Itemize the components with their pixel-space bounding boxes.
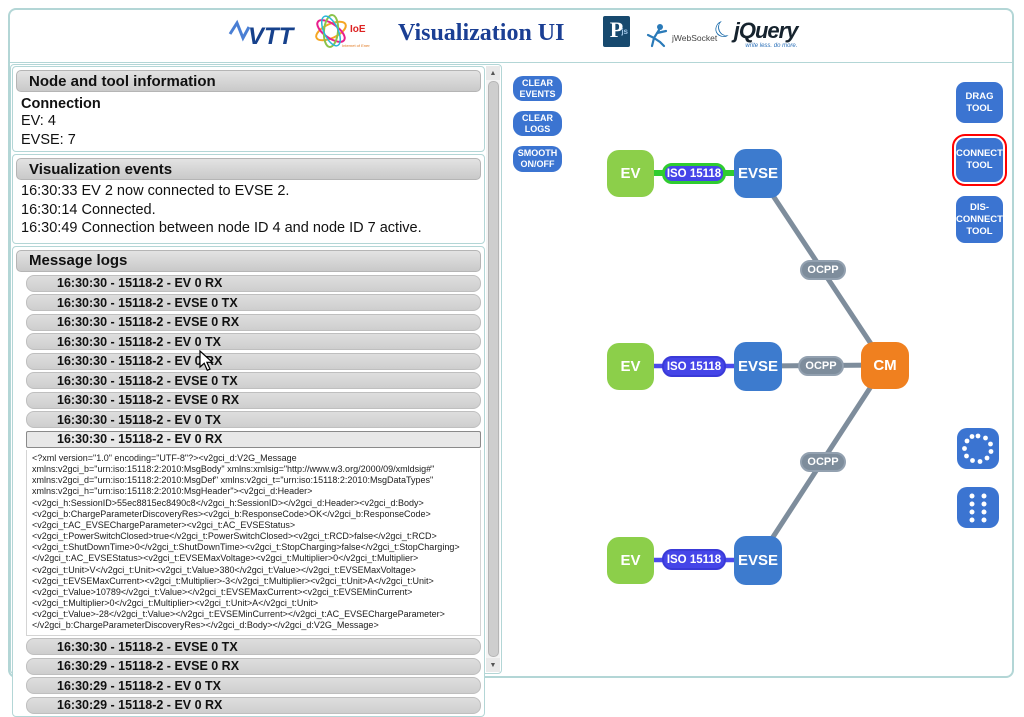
page-title: Visualization UI	[398, 20, 564, 47]
event-item: 16:30:49 Connection between node ID 4 an…	[21, 220, 484, 238]
jwebsocket-figure-icon	[644, 22, 670, 48]
log-item[interactable]: 16:30:30 - 15118-2 - EVSE 0 RX	[26, 392, 481, 409]
jquery-tagline: write less. do more.	[745, 43, 797, 49]
node-evse-mid[interactable]: EVSE	[734, 342, 782, 391]
ocpp-link-label-bottom: OCPP	[800, 452, 846, 472]
drag-tool-button[interactable]: DRAG TOOL	[956, 82, 1003, 123]
iso15118-link-label-active: ISO 15118	[662, 163, 726, 184]
log-item[interactable]: 16:30:30 - 15118-2 - EV 0 TX	[26, 411, 481, 428]
log-item[interactable]: 16:30:29 - 15118-2 - EV 0 TX	[26, 677, 481, 694]
event-item: 16:30:14 Connected.	[21, 202, 484, 220]
clear-events-button[interactable]: CLEAR EVENTS	[513, 76, 562, 101]
processingjs-sub: js	[621, 18, 628, 46]
smooth-toggle-button[interactable]: SMOOTH ON/OFF	[513, 146, 562, 172]
iso15118-link-label-mid: ISO 15118	[662, 356, 726, 377]
grid-layout-button[interactable]	[957, 487, 999, 528]
section-node-info: Node and tool information Connection EV:…	[12, 66, 485, 152]
connection-detail: EVSE: 7	[21, 132, 484, 149]
event-list: 16:30:33 EV 2 now connected to EVSE 2.16…	[13, 183, 484, 238]
ioe-logo-text: IoE	[350, 24, 366, 35]
node-evse-bottom[interactable]: EVSE	[734, 536, 782, 585]
log-item[interactable]: 16:30:30 - 15118-2 - EV 0 RX	[26, 275, 481, 292]
event-item: 16:30:33 EV 2 now connected to EVSE 2.	[21, 183, 484, 201]
log-item-active[interactable]: 16:30:30 - 15118-2 - EV 0 RX	[26, 431, 481, 448]
iso15118-link-label-bottom: ISO 15118	[662, 549, 726, 570]
jquery-logo: ☾ jQuery write less. do more.	[714, 20, 797, 42]
log-item[interactable]: 16:30:30 - 15118-2 - EVSE 0 TX	[26, 638, 481, 655]
left-panel: Node and tool information Connection EV:…	[10, 64, 502, 674]
section-logs: Message logs 16:30:30 - 15118-2 - EV 0 R…	[12, 246, 485, 717]
circle-layout-button[interactable]	[957, 428, 999, 469]
log-item[interactable]: 16:30:30 - 15118-2 - EVSE 0 RX	[26, 314, 481, 331]
scroll-up-icon[interactable]: ▲	[486, 66, 500, 80]
scroll-down-icon[interactable]: ▼	[486, 658, 500, 672]
node-cm[interactable]: CM	[861, 342, 909, 389]
vtt-logo-text: VTT	[248, 23, 296, 48]
ioe-logo: IoE Internet of Energy	[312, 14, 370, 52]
logs-header: Message logs	[16, 250, 481, 272]
ocpp-link-label-top: OCPP	[800, 260, 846, 280]
processingjs-logo: P js	[603, 16, 630, 47]
connection-label: Connection	[21, 96, 484, 112]
header-divider	[9, 62, 1014, 63]
events-header: Visualization events	[16, 158, 481, 180]
log-list-bottom: 16:30:30 - 15118-2 - EVSE 0 TX 16:30:29 -…	[13, 638, 484, 714]
log-item[interactable]: 16:30:29 - 15118-2 - EVSE 0 RX	[26, 658, 481, 675]
jwebsocket-logo: jWebSocket	[644, 22, 717, 48]
jquery-label: jQuery	[734, 20, 798, 42]
connection-details: EV: 4 EVSE: 7	[13, 113, 484, 149]
vtt-logo: VTT	[228, 18, 298, 53]
node-ev-top[interactable]: EV	[607, 150, 654, 197]
circle-dots-icon	[961, 432, 995, 466]
node-ev-mid[interactable]: EV	[607, 343, 654, 390]
clear-logs-button[interactable]: CLEAR LOGS	[513, 111, 562, 136]
log-list-top: 16:30:30 - 15118-2 - EV 0 RX 16:30:30 - 1…	[13, 275, 484, 429]
node-evse-top[interactable]: EVSE	[734, 149, 782, 198]
connection-detail: EV: 4	[21, 113, 484, 130]
ocpp-link-label-mid: OCPP	[798, 356, 844, 376]
scrollbar-thumb[interactable]	[488, 81, 499, 657]
ioe-logo-tagline: Internet of Energy	[342, 43, 370, 48]
log-xml-content: <?xml version="1.0" encoding="UTF-8"?><v…	[26, 450, 481, 636]
connect-tool-button-selected[interactable]: CONNECT TOOL	[956, 138, 1003, 182]
log-item[interactable]: 16:30:30 - 15118-2 - EV 0 RX	[26, 353, 481, 370]
left-panel-content: Node and tool information Connection EV:…	[11, 65, 486, 673]
jwebsocket-label: jWebSocket	[672, 33, 717, 43]
log-item[interactable]: 16:30:30 - 15118-2 - EV 0 TX	[26, 333, 481, 350]
log-item[interactable]: 16:30:29 - 15118-2 - EV 0 RX	[26, 697, 481, 714]
node-info-header: Node and tool information	[16, 70, 481, 92]
log-item[interactable]: 16:30:30 - 15118-2 - EVSE 0 TX	[26, 294, 481, 311]
node-ev-bottom[interactable]: EV	[607, 537, 654, 584]
column-dots-icon	[961, 491, 995, 525]
vtt-logo-graphic: VTT	[228, 18, 298, 48]
left-panel-scrollbar[interactable]: ▲ ▼	[486, 66, 500, 672]
mouse-cursor	[199, 350, 215, 372]
ioe-logo-graphic: IoE Internet of Energy	[312, 14, 370, 52]
log-item[interactable]: 16:30:30 - 15118-2 - EVSE 0 TX	[26, 372, 481, 389]
section-events: Visualization events 16:30:33 EV 2 now c…	[12, 154, 485, 244]
disconnect-tool-button[interactable]: DIS- CONNECT TOOL	[956, 196, 1003, 243]
